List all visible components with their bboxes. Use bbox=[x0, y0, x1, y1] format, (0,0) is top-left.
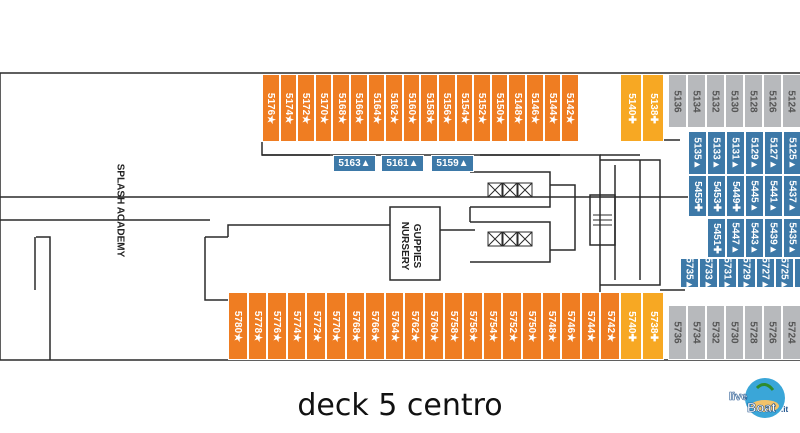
cabin-5455[interactable]: 5455✚ bbox=[688, 175, 707, 217]
cabin-5742[interactable]: 5742★ bbox=[600, 292, 620, 360]
cabin-5150[interactable]: 5150★ bbox=[490, 74, 509, 142]
cabin-5748[interactable]: 5748★ bbox=[541, 292, 562, 360]
cabin-5453[interactable]: 5453✚ bbox=[707, 175, 726, 217]
cabin-5726[interactable]: 5726 bbox=[763, 305, 782, 360]
cabin-5768[interactable]: 5768★ bbox=[345, 292, 366, 360]
cabin-5752[interactable]: 5752★ bbox=[502, 292, 522, 360]
cabin-5437[interactable]: 5437▲ bbox=[783, 175, 800, 217]
cabin-5138[interactable]: 5138✚ bbox=[642, 74, 664, 142]
cabin-5746[interactable]: 5746★ bbox=[561, 292, 581, 360]
cabin-5146[interactable]: 5146★ bbox=[526, 74, 544, 142]
cabin-5760[interactable]: 5760★ bbox=[424, 292, 444, 360]
cabin-5130[interactable]: 5130 bbox=[725, 74, 744, 128]
cabin-5435[interactable]: 5435▲ bbox=[783, 218, 800, 258]
cabin-5170[interactable]: 5170★ bbox=[314, 74, 333, 142]
cabin-5744[interactable]: 5744★ bbox=[580, 292, 601, 360]
cabin-5128[interactable]: 5128 bbox=[744, 74, 763, 128]
cabin-5740[interactable]: 5740✚ bbox=[620, 292, 642, 360]
guppies-nursery-label: GUPPIES NURSERY bbox=[399, 221, 422, 271]
cabin-5778[interactable]: 5778★ bbox=[247, 292, 268, 360]
cabin-5447[interactable]: 5447▲ bbox=[726, 218, 745, 258]
cabin-5159[interactable]: 5159▲ bbox=[431, 155, 474, 172]
cabin-5728[interactable]: 5728 bbox=[744, 305, 763, 360]
cabin-5766[interactable]: 5766★ bbox=[365, 292, 385, 360]
cabin-5163[interactable]: 5163▲ bbox=[333, 155, 376, 172]
cabin-5166[interactable]: 5166★ bbox=[350, 74, 368, 142]
cabin-5160[interactable]: 5160★ bbox=[402, 74, 421, 142]
cabin-5780[interactable]: 5780★ bbox=[228, 292, 248, 360]
cabin-5724[interactable]: 5724 bbox=[782, 305, 800, 360]
cabin-5156[interactable]: 5156★ bbox=[438, 74, 456, 142]
splash-academy-label: SPLASH ACADEMY bbox=[114, 163, 126, 258]
cabin-5127[interactable]: 5127▲ bbox=[764, 131, 783, 175]
cabin-5770[interactable]: 5770★ bbox=[326, 292, 346, 360]
cabin-5144[interactable]: 5144★ bbox=[543, 74, 562, 142]
cabin-5449[interactable]: 5449✚ bbox=[726, 175, 745, 217]
cabin-5729[interactable]: 5729▲ bbox=[737, 258, 756, 288]
cabin-5723[interactable]: 5723▲ bbox=[794, 258, 800, 288]
cabin-5142[interactable]: 5142★ bbox=[561, 74, 579, 142]
cabin-5776[interactable]: 5776★ bbox=[267, 292, 287, 360]
cabin-5174[interactable]: 5174★ bbox=[279, 74, 298, 142]
cabin-5730[interactable]: 5730 bbox=[725, 305, 744, 360]
cabin-5131[interactable]: 5131▲ bbox=[726, 131, 745, 175]
cabin-5733[interactable]: 5733▲ bbox=[699, 258, 718, 288]
deck-title: deck 5 centro bbox=[297, 388, 503, 423]
cabin-5132[interactable]: 5132 bbox=[706, 74, 725, 128]
cabin-5756[interactable]: 5756★ bbox=[463, 292, 483, 360]
cabin-5736[interactable]: 5736 bbox=[668, 305, 687, 360]
svg-text:.it: .it bbox=[781, 405, 788, 414]
cabin-5124[interactable]: 5124 bbox=[782, 74, 800, 128]
cabin-5134[interactable]: 5134 bbox=[687, 74, 706, 128]
cabin-5129[interactable]: 5129▲ bbox=[745, 131, 764, 175]
cabin-5772[interactable]: 5772★ bbox=[306, 292, 326, 360]
cabin-5754[interactable]: 5754★ bbox=[482, 292, 503, 360]
cabin-5451[interactable]: 5451✚ bbox=[707, 218, 726, 258]
cabin-5164[interactable]: 5164★ bbox=[367, 74, 386, 142]
cabin-5152[interactable]: 5152★ bbox=[473, 74, 491, 142]
cabin-5439[interactable]: 5439▲ bbox=[764, 218, 783, 258]
cabin-5133[interactable]: 5133▲ bbox=[707, 131, 726, 175]
cabin-5140[interactable]: 5140✚ bbox=[620, 74, 642, 142]
cabin-5731[interactable]: 5731▲ bbox=[718, 258, 737, 288]
cabin-5735[interactable]: 5735▲ bbox=[680, 258, 699, 288]
cabin-5125[interactable]: 5125▲ bbox=[783, 131, 800, 175]
cabin-5732[interactable]: 5732 bbox=[706, 305, 725, 360]
cabin-5764[interactable]: 5764★ bbox=[384, 292, 405, 360]
cabin-5441[interactable]: 5441▲ bbox=[764, 175, 783, 217]
cabin-5738[interactable]: 5738✚ bbox=[642, 292, 664, 360]
cabin-5154[interactable]: 5154★ bbox=[455, 74, 474, 142]
cabin-5176[interactable]: 5176★ bbox=[262, 74, 280, 142]
cabin-5727[interactable]: 5727▲ bbox=[756, 258, 775, 288]
cabin-5445[interactable]: 5445▲ bbox=[745, 175, 764, 217]
cabin-5762[interactable]: 5762★ bbox=[404, 292, 424, 360]
cabin-5774[interactable]: 5774★ bbox=[286, 292, 307, 360]
cabin-5158[interactable]: 5158★ bbox=[420, 74, 438, 142]
cabin-5443[interactable]: 5443▲ bbox=[745, 218, 764, 258]
cabin-5725[interactable]: 5725▲ bbox=[775, 258, 794, 288]
cabin-5758[interactable]: 5758★ bbox=[443, 292, 464, 360]
cabin-5168[interactable]: 5168★ bbox=[332, 74, 350, 142]
svg-text:live: live bbox=[729, 391, 747, 403]
cabin-5161[interactable]: 5161▲ bbox=[381, 155, 424, 172]
svg-text:Boat: Boat bbox=[747, 400, 777, 415]
cabin-5734[interactable]: 5734 bbox=[687, 305, 706, 360]
cabin-5126[interactable]: 5126 bbox=[763, 74, 782, 128]
cabin-5136[interactable]: 5136 bbox=[668, 74, 687, 128]
cabin-5750[interactable]: 5750★ bbox=[522, 292, 542, 360]
cabin-5148[interactable]: 5148★ bbox=[508, 74, 526, 142]
cabin-5135[interactable]: 5135▲ bbox=[688, 131, 707, 175]
liveboat-logo: live Boat .it bbox=[729, 378, 788, 418]
cabin-5172[interactable]: 5172★ bbox=[297, 74, 315, 142]
cabin-5162[interactable]: 5162★ bbox=[385, 74, 403, 142]
